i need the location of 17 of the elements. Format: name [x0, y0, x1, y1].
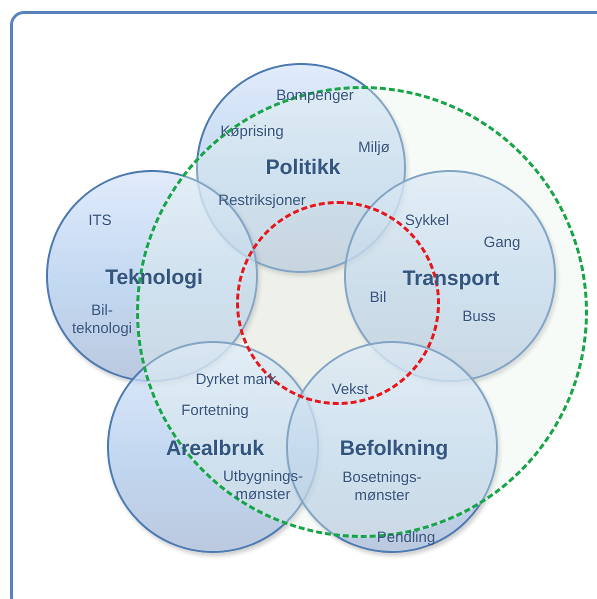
topic-item: Fortetning — [181, 402, 249, 420]
topic-item: Bil — [370, 289, 386, 307]
circle-title: Teknologi — [105, 266, 203, 290]
topic-item: Buss — [462, 308, 496, 326]
circle-title: Transport — [402, 267, 500, 291]
topic-item: Bil-teknologi — [70, 302, 134, 338]
topic-item: ITS — [88, 212, 112, 230]
topic-item: Sykkel — [404, 212, 450, 230]
topic-item: Miljø — [358, 139, 390, 157]
topic-item: Gang — [484, 234, 520, 252]
topic-item: Pendling — [376, 529, 436, 547]
topic-item: Bosetnings-mønster — [341, 469, 423, 505]
circle-title: Politikk — [266, 156, 340, 180]
topic-item: Restriksjoner — [218, 192, 306, 210]
topic-item: Utbygnings-mønster — [222, 468, 304, 504]
topic-item: Vekst — [332, 381, 368, 399]
circle-title: Befolkning — [340, 437, 448, 461]
